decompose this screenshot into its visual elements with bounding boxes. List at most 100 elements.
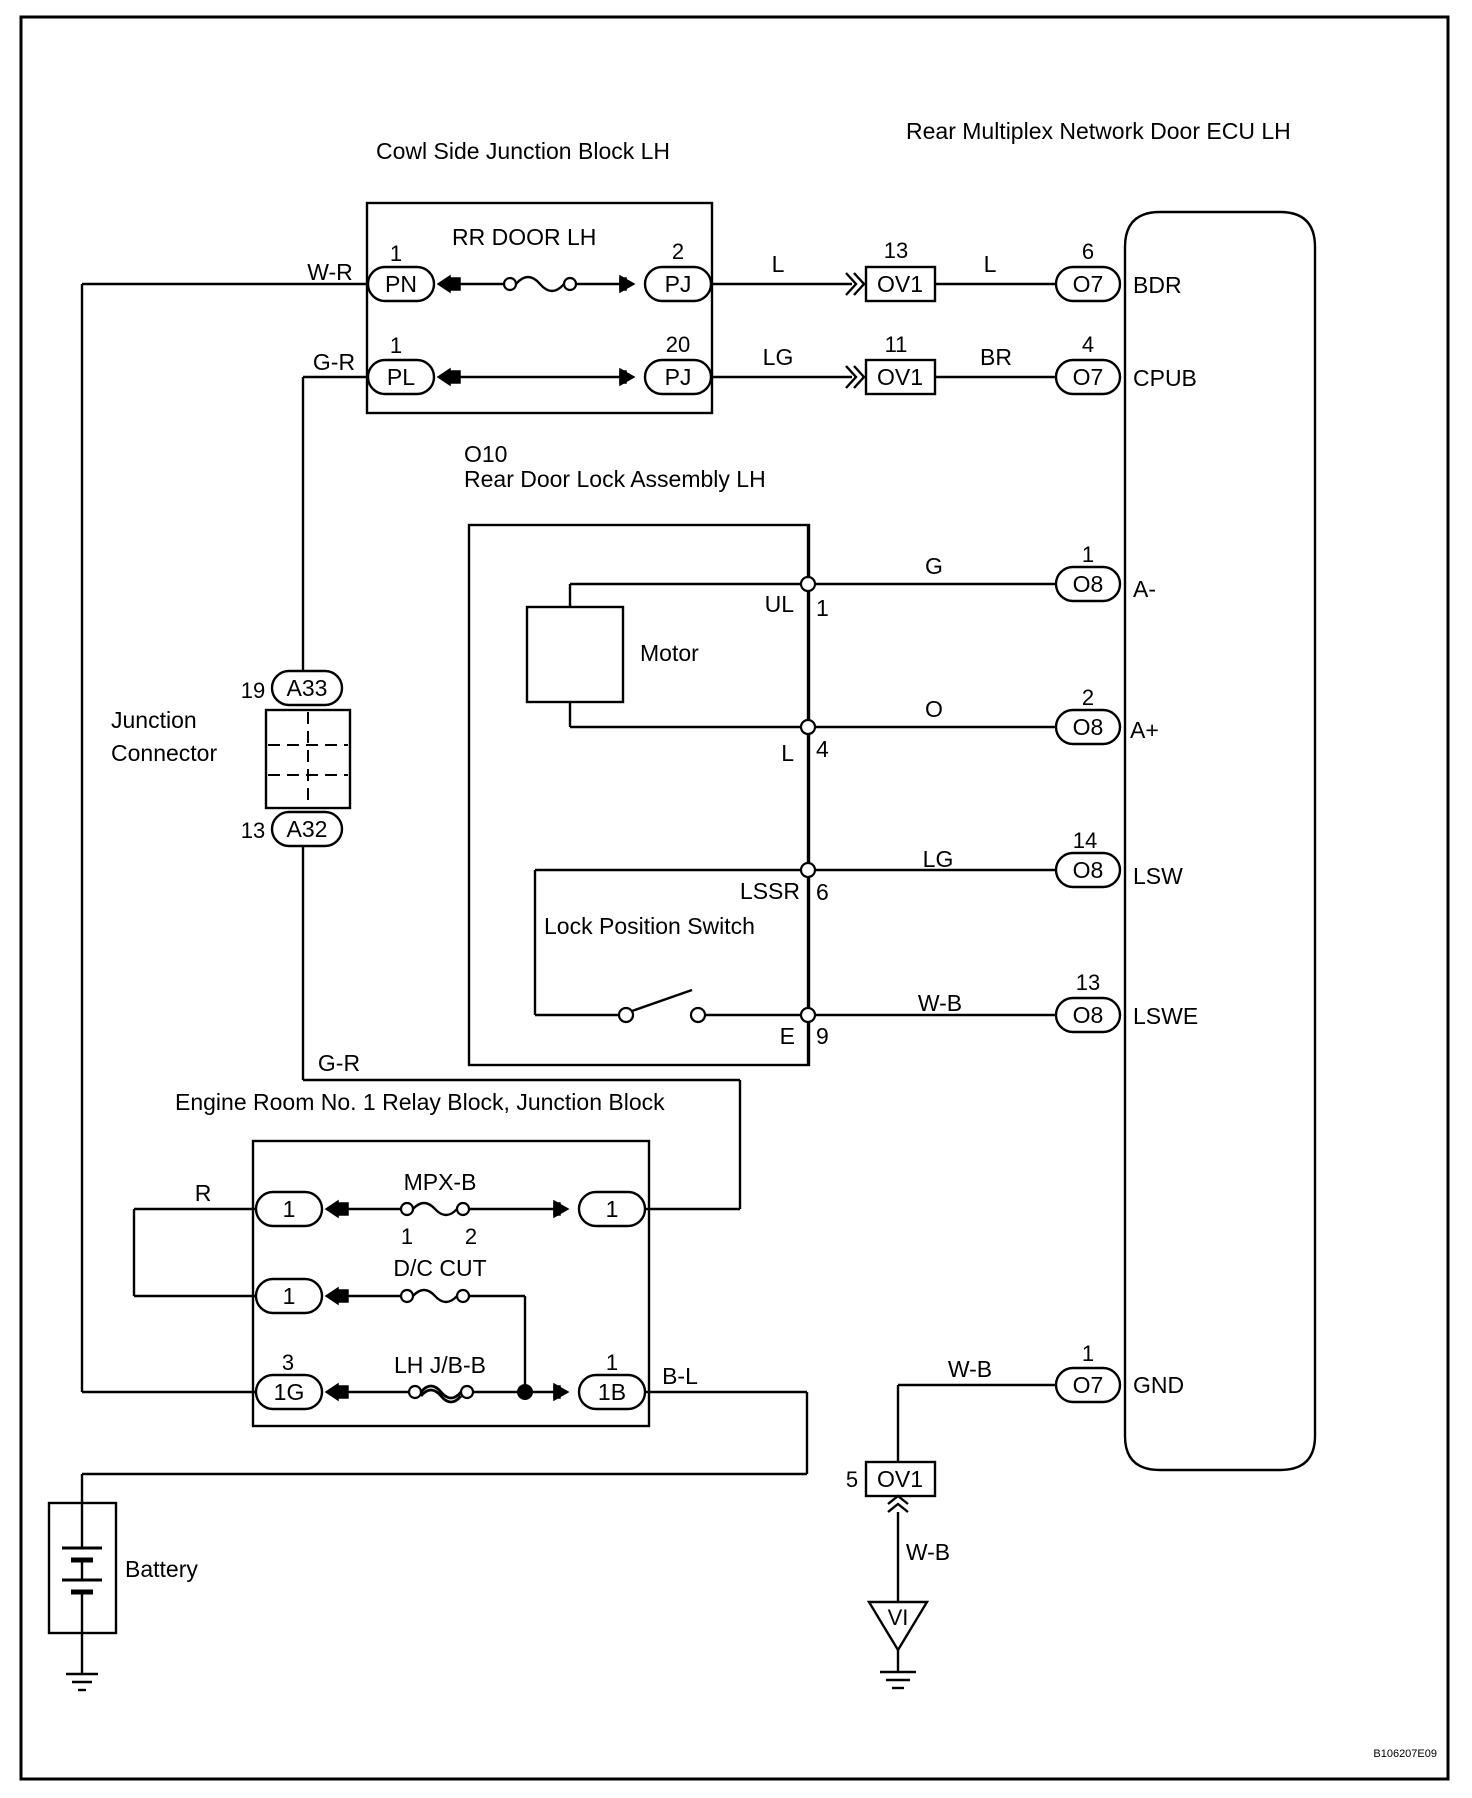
connector-ov1-b-code: OV1	[877, 364, 923, 390]
connector-er-right-1	[577, 1190, 647, 1228]
wire-color-g: G	[925, 553, 943, 579]
connector-a32-pin: 13	[241, 818, 265, 843]
connector-ov1-c	[864, 1460, 937, 1498]
connector-o8-a-plus-code: O8	[1073, 714, 1104, 740]
connector-pl-pin: 1	[390, 333, 402, 358]
terminal-block-icon	[553, 1202, 561, 1216]
ecu-body	[1123, 210, 1317, 1472]
connector-o7-bdr-pin: 6	[1082, 239, 1094, 264]
outer-frame	[19, 15, 1450, 1781]
terminal-block-icon	[335, 1385, 349, 1399]
ecu-terminal-gnd: GND	[1133, 1372, 1184, 1398]
door-lock-code: O10	[464, 441, 507, 467]
connector-a33-code: A33	[287, 675, 328, 701]
terminal-node-lssr	[799, 861, 817, 879]
terminal-block-icon	[553, 1385, 561, 1399]
fuse-dc-cut-label: D/C CUT	[393, 1255, 486, 1281]
connector-er-1b-code: 1B	[598, 1379, 626, 1405]
cowl-block-title: Cowl Side Junction Block LH	[376, 138, 670, 164]
footer-code: B106207E09	[1373, 1748, 1437, 1760]
door-lock-assembly	[467, 523, 811, 1067]
wire-color-wb-ground: W-B	[906, 1539, 950, 1565]
terminal-node-e	[799, 1006, 817, 1024]
battery-label: Battery	[125, 1556, 198, 1582]
connector-er-1b-pin: 1	[606, 1350, 618, 1375]
engine-room-block-title: Engine Room No. 1 Relay Block, Junction …	[175, 1089, 665, 1115]
junction-connector-label-1: Junction	[111, 707, 197, 733]
fuse-mpx-b-pin-right: 2	[465, 1224, 477, 1249]
switch-blade-icon	[631, 988, 693, 1013]
terminal-e-pin: 9	[816, 1023, 829, 1049]
connector-o8-lsw	[1054, 851, 1122, 889]
connector-pn-code: PN	[385, 271, 417, 297]
fuse-mpx-b-pin-left: 1	[401, 1224, 413, 1249]
connector-pj-top-pin: 2	[672, 239, 684, 264]
junction-connector-body	[264, 708, 352, 810]
connector-pj-bottom-code: PJ	[665, 364, 692, 390]
wire-color-r: R	[195, 1180, 212, 1206]
fuse-rr-door-icon	[515, 275, 565, 293]
connector-o8-a-plus-pin: 2	[1082, 685, 1094, 710]
connector-o7-bdr	[1054, 265, 1122, 303]
fuse-mpx-b-icon	[412, 1201, 458, 1217]
ground-point-vi-icon	[866, 1600, 930, 1653]
ecu-terminal-lswe: LSWE	[1133, 1003, 1198, 1029]
connector-a33	[270, 669, 344, 707]
connector-pj-bottom-pin: 20	[666, 332, 690, 357]
ecu-terminal-a-minus: A-	[1133, 576, 1156, 602]
connector-ov1-b-pin: 11	[885, 332, 908, 357]
connector-o7-cpub	[1054, 358, 1122, 396]
connector-er-right-1-code: 1	[606, 1196, 619, 1222]
ecu-terminal-a-plus: A+	[1130, 717, 1159, 743]
connector-o8-a-minus	[1054, 565, 1122, 603]
junction-connector-grid	[268, 712, 348, 806]
connector-o8-lswe-pin: 13	[1076, 970, 1100, 995]
connector-er-left-1-code: 1	[283, 1196, 296, 1222]
fuse-rr-door-label: RR DOOR LH	[452, 224, 596, 250]
connector-a32	[270, 810, 344, 848]
arrow-tip-icon	[887, 1494, 909, 1513]
fuse-dc-cut-icon	[412, 1288, 458, 1304]
connector-ov1-c-code: OV1	[877, 1466, 923, 1492]
terminal-lssr-pin: 6	[816, 879, 829, 905]
wire-color-wr: W-R	[307, 259, 353, 285]
connector-o8-a-minus-code: O8	[1073, 571, 1104, 597]
connector-er-1g-code: 1G	[274, 1379, 305, 1405]
terminal-block-icon	[335, 1289, 349, 1303]
wire-color-lg-2: LG	[923, 846, 954, 872]
connector-er-1g-pin: 3	[282, 1350, 294, 1375]
connector-o7-bdr-code: O7	[1073, 271, 1104, 297]
wire-color-wb-lswe: W-B	[918, 990, 962, 1016]
terminal-block-icon	[335, 1202, 349, 1216]
connector-ov1-a-pin: 13	[884, 238, 908, 263]
terminal-block-icon	[447, 370, 461, 384]
connector-o8-lswe-code: O8	[1073, 1002, 1104, 1028]
connector-er-1g	[254, 1373, 324, 1411]
terminal-block-icon	[619, 370, 627, 384]
wire-color-bl: B-L	[662, 1363, 698, 1389]
wire-color-lg-1: LG	[763, 344, 794, 370]
connector-ov1-a-code: OV1	[877, 271, 923, 297]
terminal-ul-name: UL	[765, 591, 795, 617]
terminal-lssr-name: LSSR	[740, 878, 800, 904]
fuse-lh-jb-b-icon	[419, 1384, 463, 1404]
ecu-terminal-lsw: LSW	[1133, 863, 1183, 889]
connector-a33-pin: 19	[241, 678, 265, 703]
ground-point-vi-code: VI	[888, 1605, 909, 1630]
connector-a32-code: A32	[287, 816, 328, 842]
connector-o7-cpub-code: O7	[1073, 364, 1104, 390]
lock-switch-label: Lock Position Switch	[544, 913, 755, 939]
arrow-tip-icon	[845, 365, 866, 389]
terminal-block-icon	[447, 277, 461, 291]
terminal-e-name: E	[780, 1023, 795, 1049]
terminal-l-name: L	[781, 740, 794, 766]
splice-node-icon	[517, 1384, 533, 1400]
ground-icon	[880, 1670, 916, 1690]
terminal-block-icon	[619, 277, 627, 291]
wire-color-wb-gnd: W-B	[948, 1356, 992, 1382]
fuse-mpx-b-label: MPX-B	[404, 1169, 477, 1195]
connector-ov1-c-pin: 5	[846, 1467, 858, 1492]
terminal-node-ul	[799, 575, 817, 593]
door-lock-name: Rear Door Lock Assembly LH	[464, 466, 766, 492]
